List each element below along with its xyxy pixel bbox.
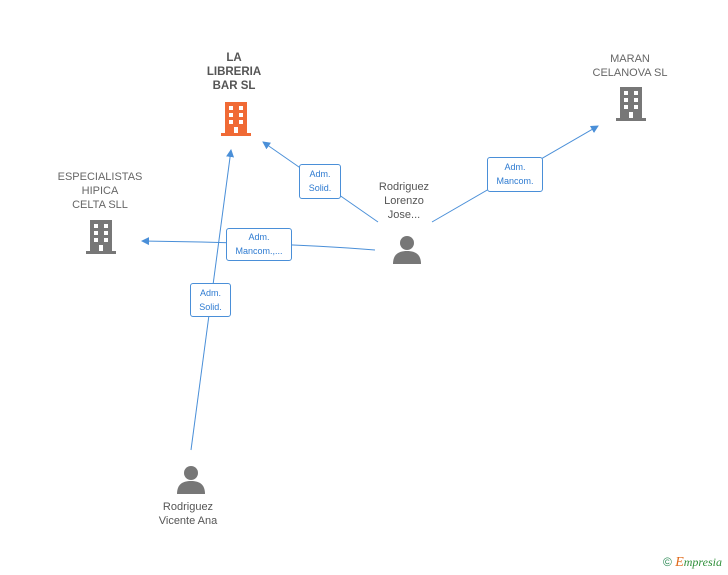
relation-line: Adm. xyxy=(309,169,331,179)
label-line: Rodriguez xyxy=(378,181,430,193)
relation-line: Adm. xyxy=(199,288,221,298)
person-icon[interactable] xyxy=(392,234,422,264)
relation-line: Adm. xyxy=(248,232,270,242)
label-line: ESPECIALISTAS xyxy=(57,171,143,183)
relation-line: Solid. xyxy=(199,302,222,312)
relation-vicente-libreria[interactable]: Adm. Solid. xyxy=(190,283,231,317)
building-icon[interactable] xyxy=(616,87,646,121)
label-line: Lorenzo xyxy=(384,195,424,207)
relation-lorenzo-maran[interactable]: Adm. Mancom. xyxy=(487,157,543,192)
label-line: LIBRERIA xyxy=(206,66,262,78)
label-line: Rodriguez xyxy=(162,501,214,513)
relation-lorenzo-libreria[interactable]: Adm. Solid. xyxy=(299,164,341,199)
company-la-libreria-label[interactable]: LA LIBRERIA BAR SL xyxy=(194,51,274,93)
building-icon[interactable] xyxy=(221,102,251,136)
label-line: HIPICA xyxy=(81,185,119,197)
label-line: LA xyxy=(226,52,242,64)
person-icon[interactable] xyxy=(176,464,206,494)
relation-lorenzo-especialistas[interactable]: Adm. Mancom.,... xyxy=(226,228,292,261)
copyright-icon: © xyxy=(663,555,672,569)
person-rodriguez-vicente-label[interactable]: Rodriguez Vicente Ana xyxy=(143,500,233,528)
relation-line: Mancom.,... xyxy=(235,246,283,256)
relation-line: Adm. xyxy=(504,162,526,172)
label-line: CELTA SLL xyxy=(72,199,128,211)
relation-line: Mancom. xyxy=(496,176,534,186)
brand-name: mpresia xyxy=(683,555,722,569)
label-line: Vicente Ana xyxy=(158,515,218,527)
relation-line: Solid. xyxy=(308,183,332,193)
company-especialistas-label[interactable]: ESPECIALISTAS HIPICA CELTA SLL xyxy=(50,170,150,212)
label-line: Jose... xyxy=(387,209,421,221)
label-line: CELANOVA SL xyxy=(592,67,668,79)
brand-initial: E xyxy=(675,555,684,570)
label-line: MARAN xyxy=(610,53,650,65)
empresia-brand[interactable]: © Empresia xyxy=(663,555,722,571)
company-maran-celanova-label[interactable]: MARAN CELANOVA SL xyxy=(585,52,675,80)
label-line: BAR SL xyxy=(212,80,256,92)
building-icon[interactable] xyxy=(86,220,116,254)
person-rodriguez-lorenzo-label[interactable]: Rodriguez Lorenzo Jose... xyxy=(364,180,444,222)
